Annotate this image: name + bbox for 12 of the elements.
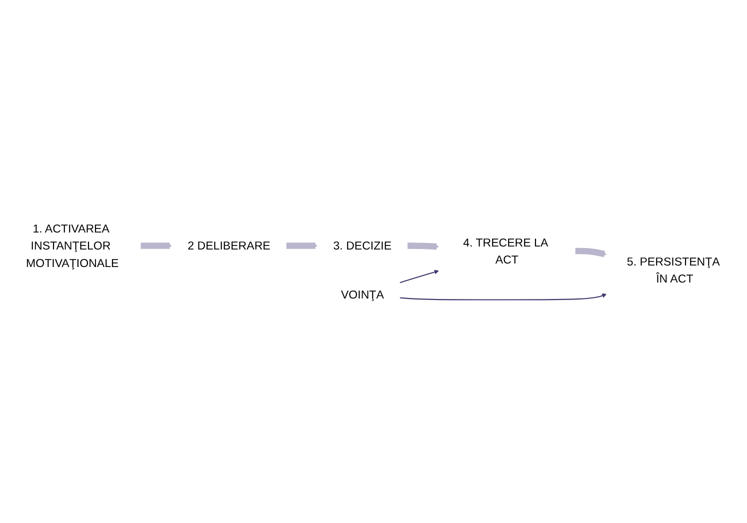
node-text: 4. TRECERE LA ACT bbox=[463, 236, 548, 266]
node-text: 3. DECIZIE bbox=[333, 239, 392, 252]
arrow bbox=[406, 242, 439, 250]
node-text: 1. ACTIVAREA INSTANŢELOR MOTIVAŢIONALE bbox=[26, 222, 119, 270]
node-text: 2 DELIBERARE bbox=[188, 239, 270, 252]
arrow bbox=[400, 293, 607, 300]
node-text: 5. PERSISTENŢA ÎN ACT bbox=[626, 254, 720, 286]
arrow bbox=[574, 248, 607, 258]
arrow bbox=[286, 242, 318, 249]
arrow bbox=[140, 242, 172, 249]
node-text: VOINŢA bbox=[340, 288, 384, 302]
arrow bbox=[399, 270, 439, 284]
